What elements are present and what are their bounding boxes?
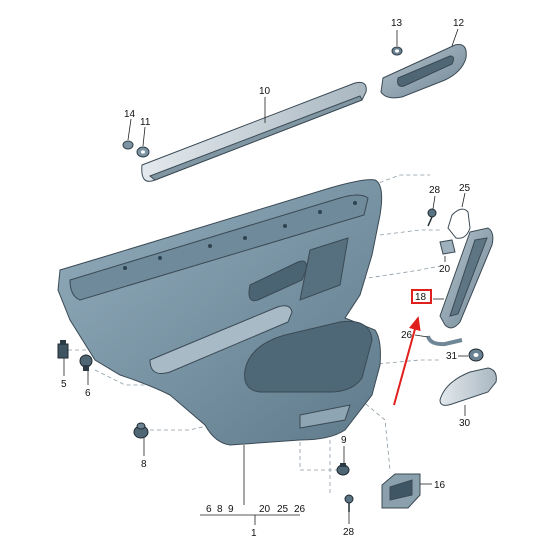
callout-labels: 13 12 10 14 11 28 25 20 18 26 31 30 16 9… <box>61 18 471 539</box>
callout-31: 31 <box>446 351 458 362</box>
part-9-clip <box>336 463 350 476</box>
callout-20: 20 <box>439 264 451 275</box>
part-20-clip <box>439 239 456 255</box>
part-1-door-trim-panel <box>57 179 383 446</box>
callout-12: 12 <box>453 18 465 29</box>
part-12-door-pull-handle <box>380 44 467 99</box>
callout-28-lower: 28 <box>343 527 355 538</box>
callout-11: 11 <box>140 117 151 128</box>
callout-8: 8 <box>141 459 147 470</box>
sub-part-25: 25 <box>277 504 289 515</box>
callout-25: 25 <box>459 183 471 194</box>
callout-13: 13 <box>391 18 403 29</box>
part-18-door-trim-strip <box>439 227 494 329</box>
callout-18: 18 <box>415 292 427 303</box>
part-25-frame <box>447 208 471 239</box>
part-5-clip <box>57 340 69 359</box>
callout-5: 5 <box>61 379 67 390</box>
callout-9: 9 <box>341 435 347 446</box>
callout-leaders <box>63 28 468 525</box>
callout-30: 30 <box>459 418 471 429</box>
part-16-switch-housing <box>381 473 421 509</box>
sub-part-8: 8 <box>217 504 223 515</box>
part-6-clip <box>79 354 93 371</box>
callout-1: 1 <box>251 528 257 539</box>
part-26-hook-clip <box>426 335 463 347</box>
highlight-arrow <box>393 316 421 406</box>
callout-14: 14 <box>124 109 136 120</box>
part-14-clip <box>122 140 134 150</box>
callout-26: 26 <box>401 330 413 341</box>
part-10-window-trim-strip <box>141 81 367 182</box>
part-30-cover-cap <box>439 367 497 406</box>
part-11-clip <box>136 146 150 158</box>
callout-28-upper: 28 <box>429 185 441 196</box>
part-8-clip <box>133 422 149 439</box>
highlight-box-18 <box>411 289 432 304</box>
part-31-nut <box>468 348 484 362</box>
sub-part-6: 6 <box>206 504 212 515</box>
part-28-screw-upper <box>427 208 437 227</box>
sub-part-26: 26 <box>294 504 306 515</box>
callout-16: 16 <box>434 480 446 491</box>
callout-6: 6 <box>85 388 91 399</box>
highlight-annotation <box>393 289 432 406</box>
part-28-screw-lower <box>344 494 354 512</box>
callout-10: 10 <box>259 86 271 97</box>
sub-part-20: 20 <box>259 504 271 515</box>
sub-part-9: 9 <box>228 504 234 515</box>
part-13-nut <box>391 46 403 56</box>
